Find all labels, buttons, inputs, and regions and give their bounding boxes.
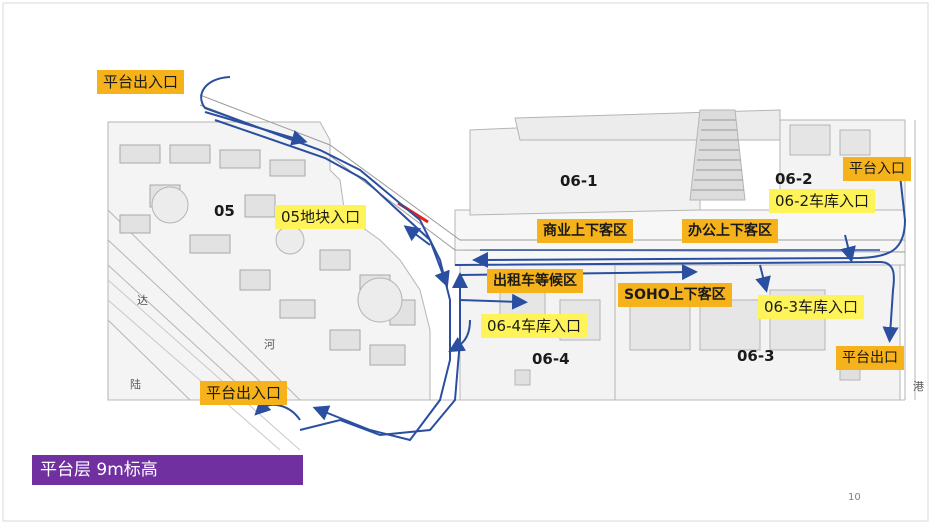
plot-05: 05 (214, 202, 235, 220)
label-platform-entry: 平台入口 (843, 157, 911, 181)
traffic-routes (200, 76, 907, 442)
page-number: 10 (848, 492, 861, 503)
road-char-he: 河 (264, 338, 275, 351)
plot-06-3: 06-3 (737, 347, 775, 365)
label-taxi-waiting: 出租车等候区 (487, 269, 583, 293)
label-platform-exit-entry-bottom: 平台出入口 (200, 381, 288, 405)
label-garage-06-4: 06-4车库入口 (481, 314, 588, 338)
label-garage-06-2: 06-2车库入口 (769, 189, 876, 213)
label-block05-entry: 05地块入口 (275, 205, 367, 229)
label-office-dropoff: 办公上下客区 (682, 219, 778, 243)
road-char-da: 达 (137, 294, 148, 307)
road-char-lu: 陆 (130, 378, 141, 391)
label-commercial-dropoff: 商业上下客区 (537, 219, 633, 243)
label-platform-exit: 平台出口 (836, 346, 904, 370)
label-soho-dropoff: SOHO上下客区 (618, 283, 732, 307)
level-legend: 平台层 9m标高 (32, 455, 303, 485)
plot-06-2: 06-2 (775, 170, 813, 188)
label-garage-06-3: 06-3车库入口 (758, 295, 865, 319)
plot-06-1: 06-1 (560, 172, 598, 190)
plot-06-4: 06-4 (532, 350, 570, 368)
label-platform-exit-entry-top: 平台出入口 (97, 70, 185, 94)
road-char-gang: 港 (913, 380, 924, 393)
